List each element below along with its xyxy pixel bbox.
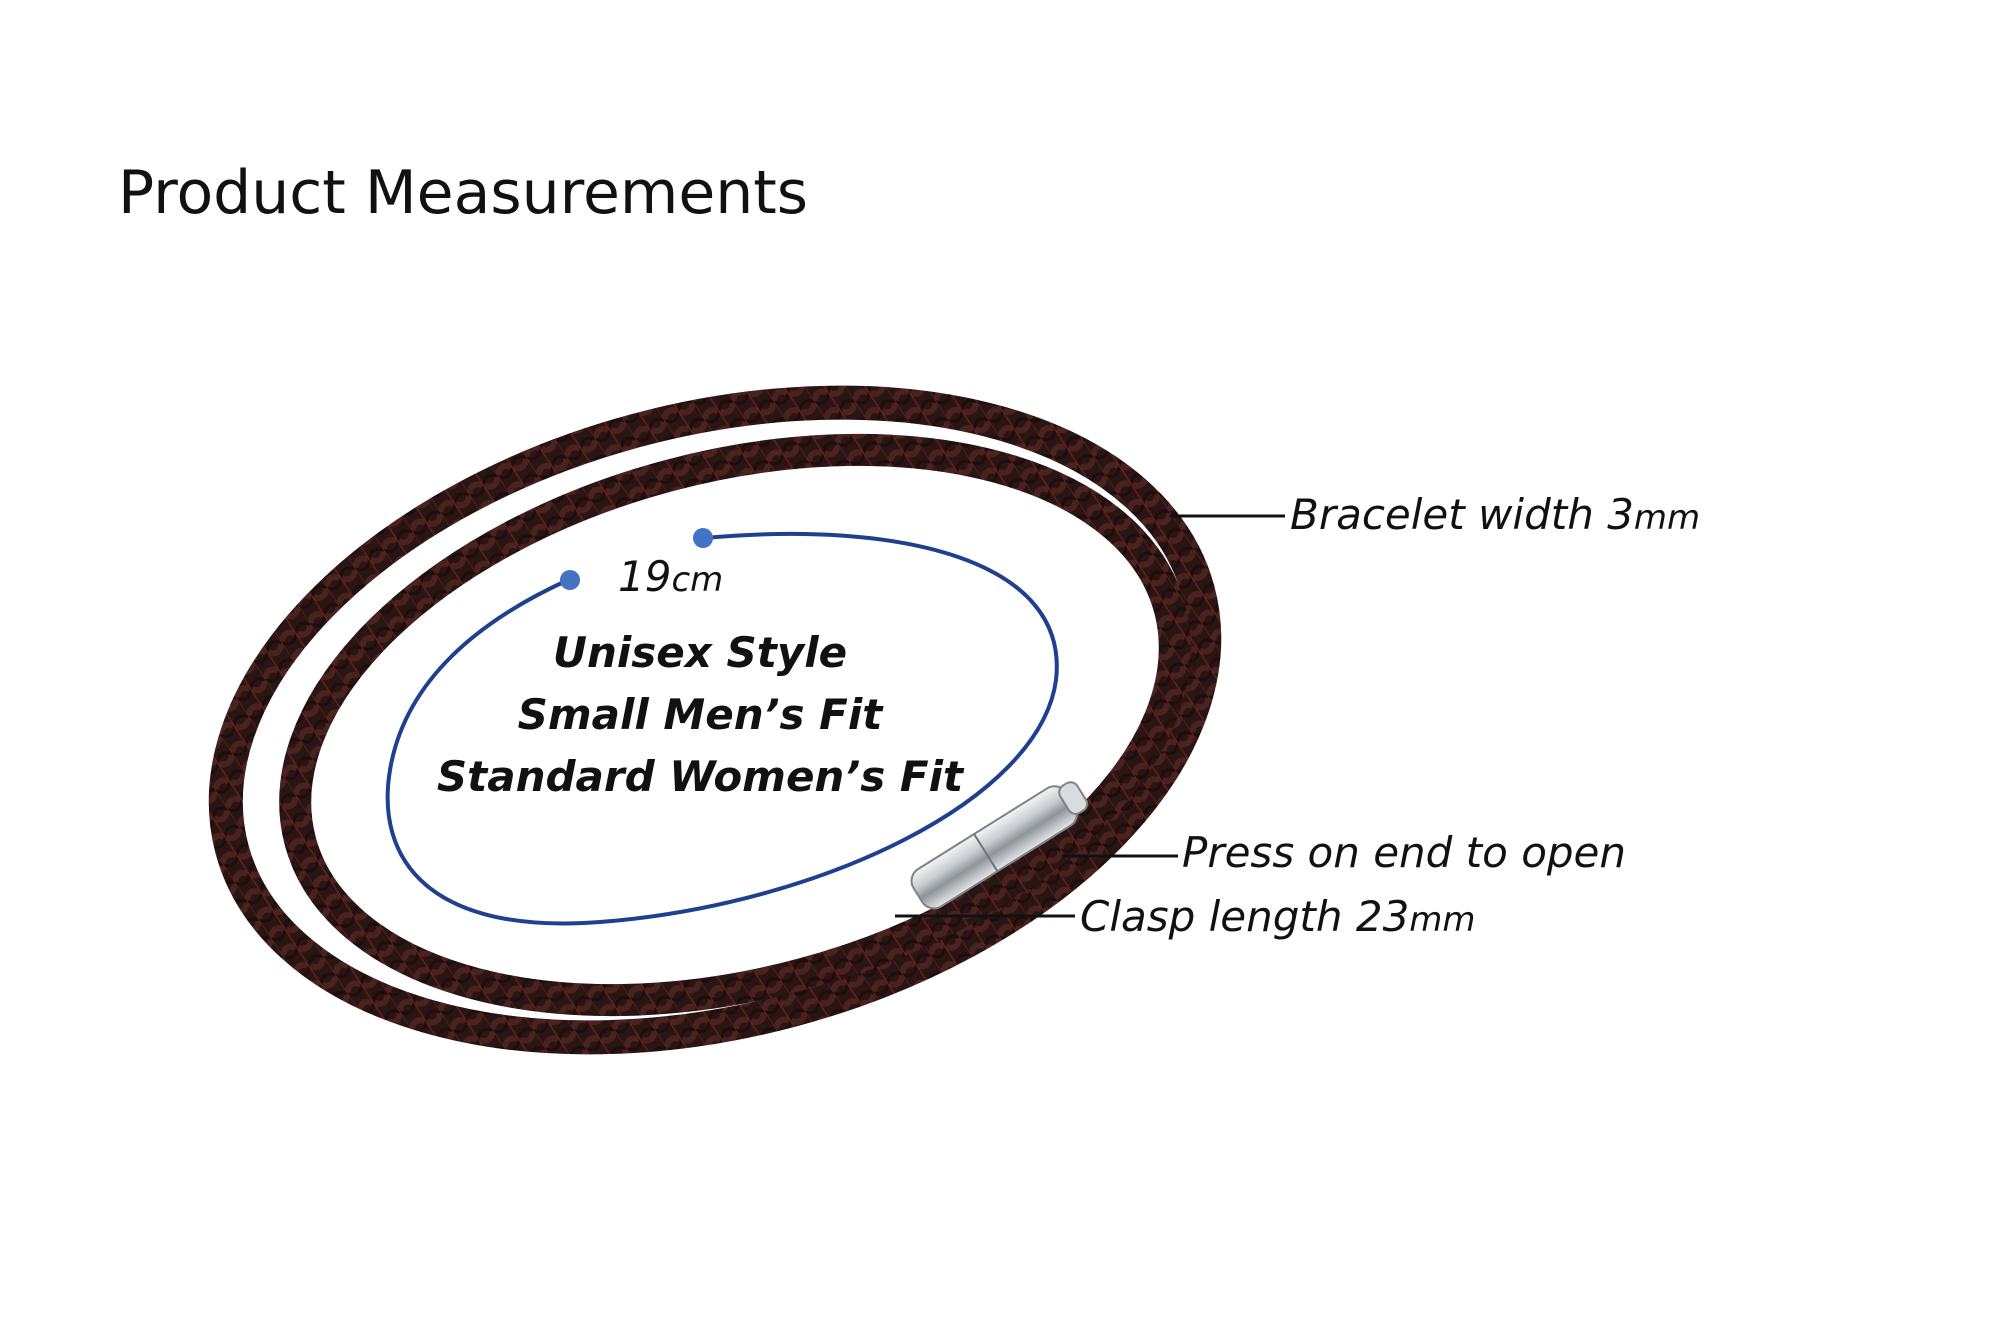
clasp [910, 781, 1089, 910]
bracelet-inner-strand [279, 433, 1191, 1017]
bracelet-outer-strand-edge [208, 385, 1222, 1055]
circumference-label: 19cm [618, 552, 723, 601]
fit-line-standard-womens: Standard Women’s Fit [436, 752, 964, 801]
fit-description: Unisex Style Small Men’s Fit Standard Wo… [420, 622, 980, 808]
bracelet-outer-strand [208, 385, 1222, 1055]
press-to-open-callout: Press on end to open [1182, 828, 1626, 877]
press-to-open-label: Press on end to open [1182, 828, 1627, 877]
clasp-length-label: Clasp length 23 [1080, 892, 1410, 941]
circumference-measure-line [385, 531, 1059, 926]
bracelet-width-callout: Bracelet width 3mm [1290, 490, 1700, 539]
fit-line-small-mens: Small Men’s Fit [517, 690, 883, 739]
measure-end-dot [560, 570, 580, 590]
bracelet-inner-strand-edge [279, 433, 1191, 1017]
clasp-length-callout: Clasp length 23mm [1080, 892, 1476, 941]
fit-line-unisex: Unisex Style [552, 628, 848, 677]
bracelet-width-label: Bracelet width 3 [1290, 490, 1634, 539]
page-title: Product Measurements [118, 158, 809, 228]
clasp-length-unit: mm [1409, 900, 1476, 940]
circumference-value: 19 [618, 552, 672, 601]
measure-start-dot [693, 528, 713, 548]
circumference-unit: cm [671, 560, 724, 600]
bracelet-width-unit: mm [1633, 498, 1701, 538]
